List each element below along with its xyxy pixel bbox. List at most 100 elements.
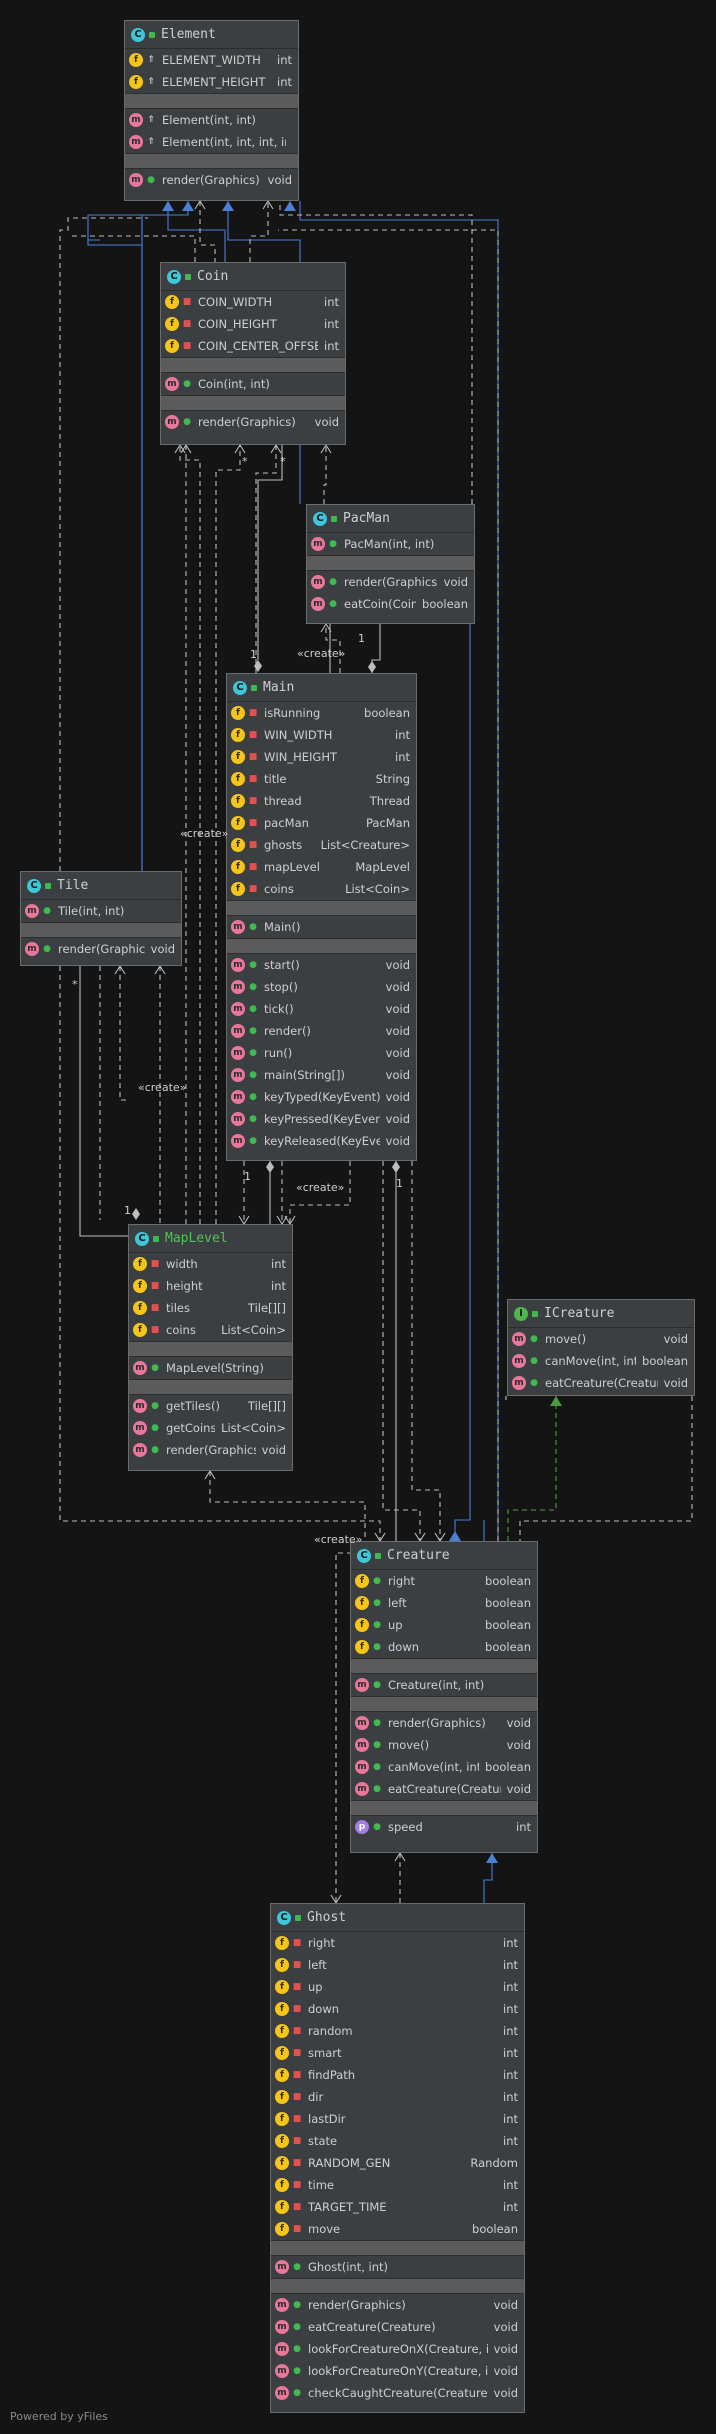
member-type: void [493, 2386, 518, 2400]
member-row[interactable]: m●render(Graphics)void [129, 1439, 292, 1461]
member-row[interactable]: m●lookForCreatureOnY(Creature, int)void [271, 2360, 524, 2382]
member-row[interactable]: m●render(Graphics)void [161, 411, 345, 433]
member-row[interactable]: m●keyReleased(KeyEvent)void [227, 1130, 416, 1152]
member-row[interactable]: m●Main() [227, 916, 416, 938]
member-row[interactable]: m●tick()void [227, 998, 416, 1020]
member-row[interactable]: m●eatCreature(Creature)void [508, 1372, 694, 1394]
member-type: Tile[][] [247, 1301, 286, 1315]
member-row[interactable]: m●Coin(int, int) [161, 373, 345, 395]
member-row[interactable]: m●getCoins()List<Coin> [129, 1417, 292, 1439]
member-row[interactable]: m●render(Graphics)void [351, 1712, 537, 1734]
member-row[interactable]: m●stop()void [227, 976, 416, 998]
member-row[interactable]: m●PacMan(int, int) [307, 533, 474, 555]
field-icon: f [275, 2178, 289, 2192]
member-type: int [503, 2200, 518, 2214]
member-row[interactable]: m●Ghost(int, int) [271, 2256, 524, 2278]
member-row[interactable]: m●move()void [508, 1328, 694, 1350]
member-row[interactable]: m●render(Graphics)void [125, 169, 298, 191]
member-row[interactable]: m●getTiles()Tile[][] [129, 1395, 292, 1417]
member-row[interactable]: m●Tile(int, int) [21, 900, 181, 922]
member-row[interactable]: m●checkCaughtCreature(Creature)void [271, 2382, 524, 2404]
member-name: MapLevel(String) [166, 1361, 264, 1375]
field-icon: f [133, 1279, 147, 1293]
member-row[interactable]: m●lookForCreatureOnX(Creature, int)void [271, 2338, 524, 2360]
member-row[interactable]: m●Creature(int, int) [351, 1674, 537, 1696]
member-row[interactable]: m●render(Graphics)void [21, 938, 181, 960]
member-type: void [385, 1068, 410, 1082]
member-row[interactable]: m●run()void [227, 1042, 416, 1064]
member-row[interactable]: m●eatCreature(Creature)void [271, 2316, 524, 2338]
member-row[interactable]: m●render(Graphics)void [307, 571, 474, 593]
member-name: ELEMENT_HEIGHT [162, 75, 266, 89]
member-row[interactable]: m●move()void [351, 1734, 537, 1756]
member-row[interactable]: m●keyTyped(KeyEvent)void [227, 1086, 416, 1108]
member-row[interactable]: m●MapLevel(String) [129, 1357, 292, 1379]
member-name: render(Graphics) [58, 942, 145, 956]
member-name: findPath [308, 2068, 356, 2082]
member-row[interactable]: m●canMove(int, int)boolean [351, 1756, 537, 1778]
field-icon: f [275, 1958, 289, 1972]
member-row[interactable]: m●keyPressed(KeyEvent)void [227, 1108, 416, 1130]
member-row[interactable]: m●render(Graphics)void [271, 2294, 524, 2316]
member-row[interactable]: m⇑Element(int, int, int, int) [125, 131, 298, 153]
member-row[interactable]: m⇑Element(int, int) [125, 109, 298, 131]
public-visibility-icon: ● [293, 2322, 301, 2332]
public-icon [149, 31, 155, 38]
member-row[interactable]: m●eatCreature(Creature)void [351, 1778, 537, 1800]
public-visibility-icon: ● [373, 1784, 381, 1794]
member-name: state [308, 2134, 338, 2148]
member-row[interactable]: m●render()void [227, 1020, 416, 1042]
public-visibility-icon: ● [373, 1620, 381, 1630]
member-row[interactable]: m●start()void [227, 954, 416, 976]
member-row[interactable]: m●eatCoin(Coin)boolean [307, 593, 474, 615]
member-row[interactable]: m●canMove(int, int)boolean [508, 1350, 694, 1372]
member-row[interactable]: m●main(String[])void [227, 1064, 416, 1086]
